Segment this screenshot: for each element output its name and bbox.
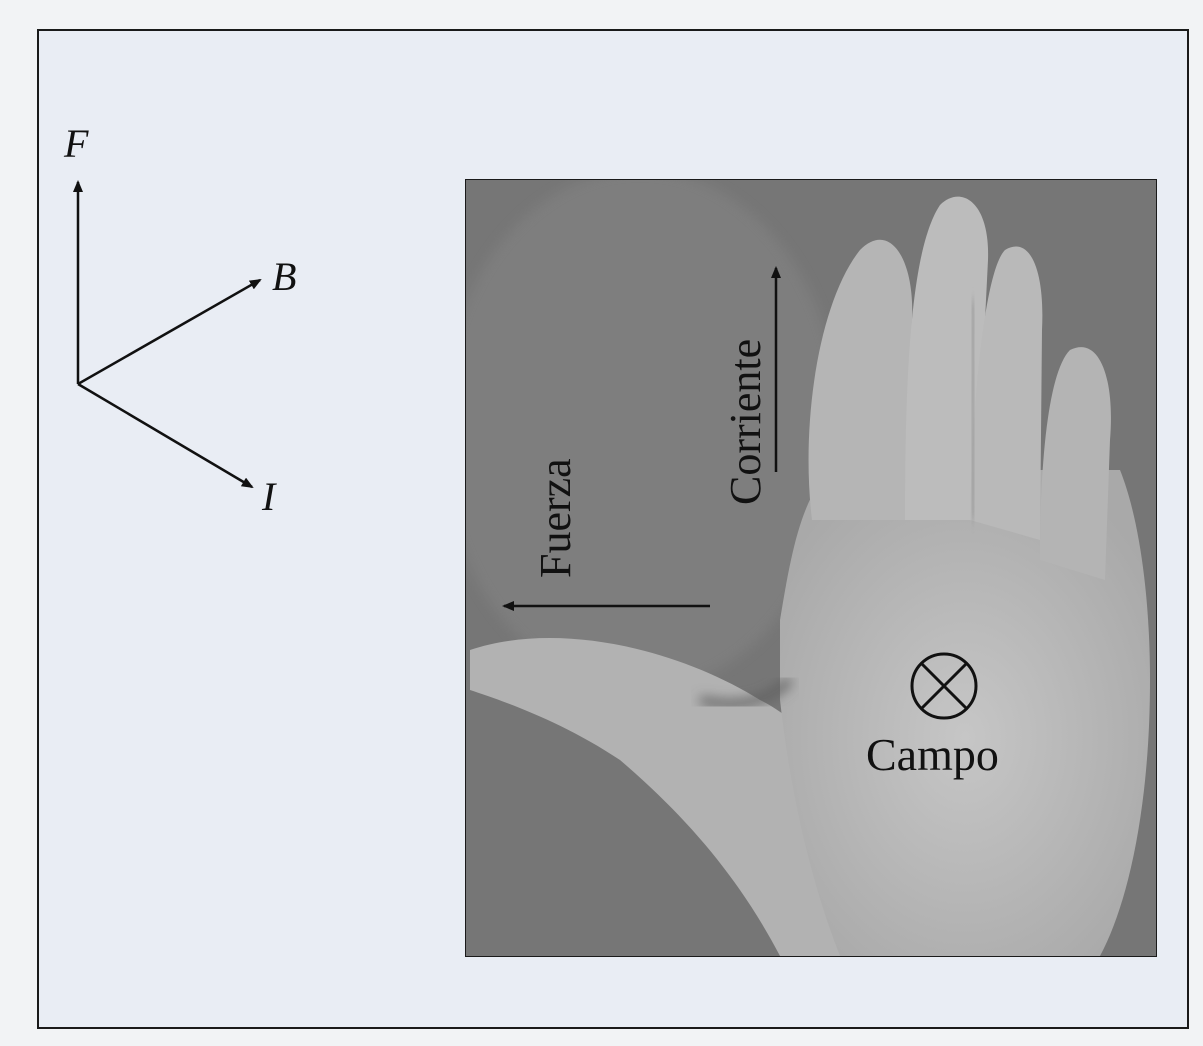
force-axis-label: F [63,121,89,166]
field-label: Campo [866,729,999,780]
hand-photo: Corriente Fuerza Campo [465,179,1157,957]
axes-diagram: F B I [63,121,296,519]
current-label: Corriente [721,339,770,505]
field-axis-label: B [272,254,296,299]
hand-shape [470,196,1150,956]
current-axis-arrow [77,382,254,489]
force-label: Fuerza [531,458,580,578]
field-axis-arrow [77,278,262,386]
circled-x-icon [910,652,978,720]
current-axis-label: I [261,474,277,519]
